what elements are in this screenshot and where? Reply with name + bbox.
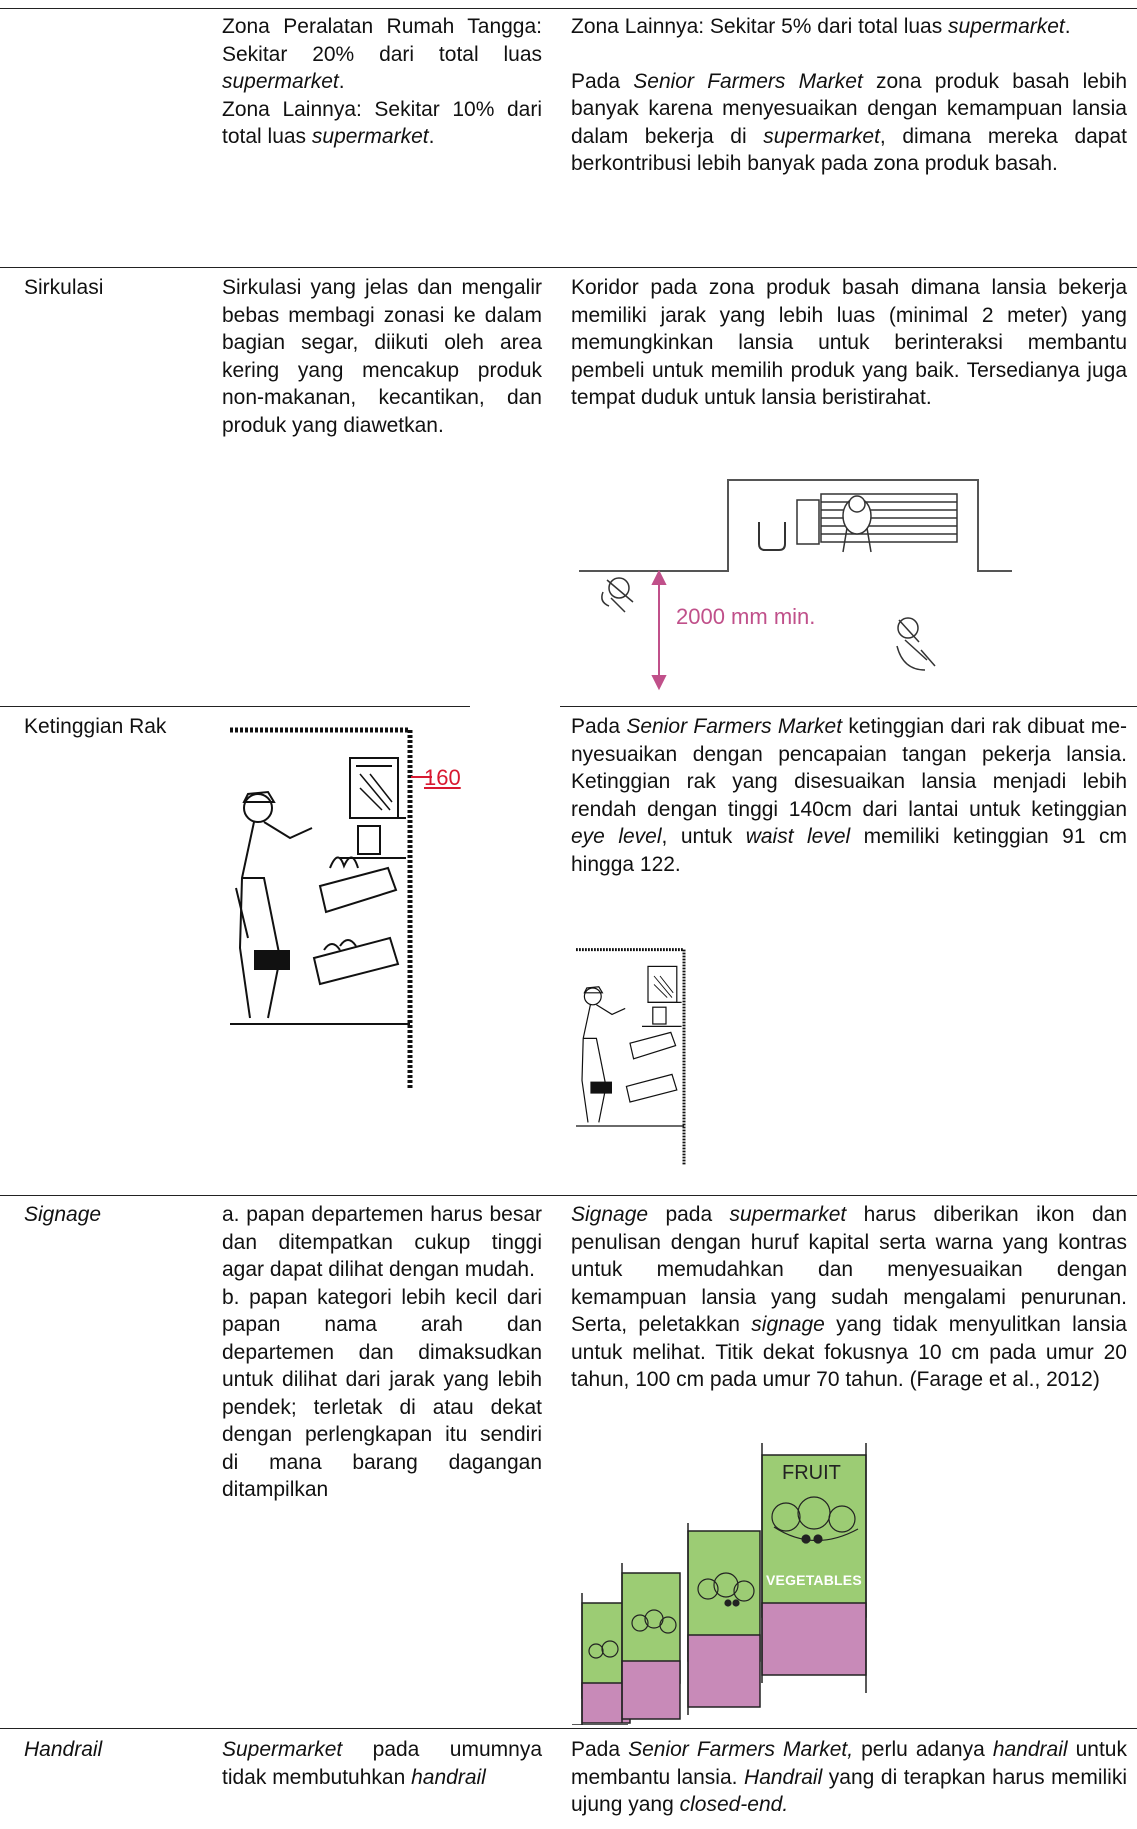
row-label: Handrail xyxy=(24,1738,103,1761)
criteria-paragraph: Supermarket pada umumnya tidak membutuhk… xyxy=(222,1738,542,1789)
row-label: Sirkulasi xyxy=(24,276,104,299)
italic-term: closed-end. xyxy=(679,1793,789,1816)
italic-term: Senior Farmers Market, xyxy=(628,1738,854,1761)
shelf-height-label: 160 xyxy=(424,765,461,790)
application-cell: Zona Lainnya: Sekitar 5% dari total luas… xyxy=(571,13,1127,178)
criteria-paragraph: Sirkulasi yang jelas dan mengalir bebas … xyxy=(222,276,542,437)
row-divider xyxy=(0,1195,1137,1196)
criteria-paragraph: Zona Lainnya: Sekitar 10% dari total lua… xyxy=(222,97,542,149)
italic-term: Handrail xyxy=(744,1765,823,1789)
produce-icon xyxy=(588,1496,859,1659)
application-paragraph: Pada Senior Farmers Market ketinggian da… xyxy=(571,715,1127,876)
italic-term: supermarket xyxy=(222,70,339,93)
row-label: Ketinggian Rak xyxy=(24,715,167,738)
criteria-cell: a. papan departemen harus besar dan dite… xyxy=(222,1201,542,1504)
italic-term: Senior Farmers Market xyxy=(633,69,863,93)
row-divider xyxy=(0,267,1137,268)
italic-term: handrail xyxy=(411,1765,486,1789)
italic-term: Senior Farmers Market xyxy=(626,715,843,738)
italic-term: supermarket xyxy=(729,1203,847,1226)
criteria-paragraph: b. papan kategori lebih kecil dari papan… xyxy=(222,1285,542,1502)
italic-term: Supermarket xyxy=(222,1738,343,1761)
row-divider xyxy=(0,706,470,707)
person-icon xyxy=(896,617,936,671)
italic-term: Signage xyxy=(571,1203,649,1226)
sink-icon xyxy=(758,522,786,551)
corridor-diagram xyxy=(579,479,1012,691)
row-divider xyxy=(0,1728,1137,1729)
dimension-label: 2000 mm min. xyxy=(676,604,816,629)
italic-term: handrail xyxy=(992,1738,1068,1761)
criteria-cell: Zona Peralatan Rumah Tangga: Sekitar 20%… xyxy=(222,13,542,151)
italic-term: supermarket xyxy=(763,124,880,148)
italic-term: supermarket xyxy=(311,125,429,148)
criteria-paragraph: a. papan departemen harus besar dan dite… xyxy=(222,1203,542,1281)
sign-subtitle: VEGETABLES xyxy=(766,1572,862,1588)
table-top-border xyxy=(0,8,1137,9)
criteria-paragraph: Zona Peralatan Rumah Tangga: Sekitar 20%… xyxy=(222,15,542,93)
row-label: Signage xyxy=(24,1203,102,1226)
italic-term: eye level xyxy=(571,825,662,848)
criteria-cell: Sirkulasi yang jelas dan mengalir bebas … xyxy=(222,274,542,439)
application-paragraph: Signage pada supermarket harus diberikan… xyxy=(571,1203,1128,1391)
sign-title: FRUIT xyxy=(782,1462,841,1484)
italic-term: signage xyxy=(751,1313,825,1336)
signage-illustration xyxy=(572,1443,867,1725)
application-cell: Koridor pada zona produk basah dimana la… xyxy=(571,274,1127,412)
row-divider xyxy=(560,706,1137,707)
shelf-reach-illustration-small xyxy=(576,948,686,1165)
application-cell: Signage pada supermarket harus diberikan… xyxy=(571,1201,1127,1394)
application-cell: Pada Senior Farmers Market ketinggian da… xyxy=(571,713,1127,878)
shelf-reach-illustration-large xyxy=(230,727,432,1088)
criteria-cell: Supermarket pada umumnya tidak membutuhk… xyxy=(222,1736,542,1791)
application-paragraph: Pada Senior Farmers Market zona produk b… xyxy=(571,69,1128,176)
person-icon xyxy=(601,577,634,613)
bench-icon xyxy=(796,493,958,545)
application-paragraph: Koridor pada zona produk basah dimana la… xyxy=(571,276,1127,409)
italic-term: supermarket xyxy=(948,15,1065,38)
application-cell: Pada Senior Farmers Market, perlu adanya… xyxy=(571,1736,1127,1819)
seated-person-icon xyxy=(842,495,872,553)
application-paragraph: Pada Senior Farmers Market, perlu adanya… xyxy=(571,1738,1127,1816)
dimension-arrow xyxy=(651,569,667,691)
italic-term: waist level xyxy=(745,825,851,848)
application-paragraph: Zona Lainnya: Sekitar 5% dari total luas… xyxy=(571,15,1071,38)
